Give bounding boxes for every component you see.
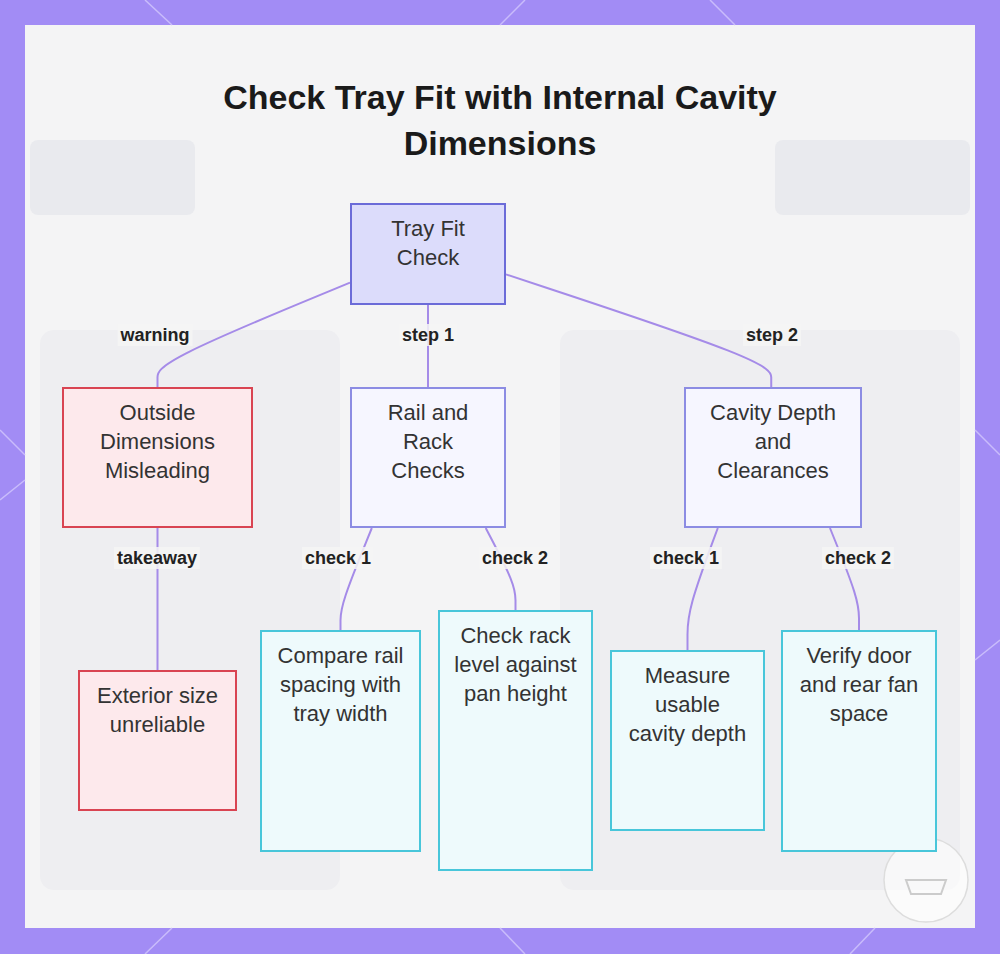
check-box: Compare rail spacing with tray width <box>260 630 421 852</box>
root-box: Tray Fit Check <box>350 203 506 305</box>
node-text: Measure usable cavity depth <box>626 661 749 748</box>
border-line <box>500 928 525 954</box>
logo-bowl <box>906 880 946 894</box>
border-line <box>145 928 172 954</box>
connector <box>486 528 516 610</box>
takeaway-box: Exterior size unreliable <box>78 670 237 811</box>
warning-box: Outside Dimensions Misleading <box>62 387 253 528</box>
node-text: Compare rail spacing with tray width <box>276 641 405 728</box>
connector <box>506 274 771 387</box>
node-text: Rail and Rack Checks <box>366 398 490 485</box>
edge-label: check 2 <box>479 547 551 569</box>
check-box: Verify door and rear fan space <box>781 630 937 852</box>
node-text: Check rack level against pan height <box>454 621 577 708</box>
border-line <box>0 430 25 455</box>
step-box: Cavity Depth and Clearances <box>684 387 862 528</box>
blurred-shape <box>30 140 195 215</box>
node-text: Cavity Depth and Clearances <box>700 398 846 485</box>
border-line <box>975 640 1000 660</box>
node-text: Verify door and rear fan space <box>797 641 921 728</box>
connector <box>830 528 859 630</box>
edge-label: takeaway <box>114 547 200 569</box>
connector <box>341 528 372 630</box>
node-text: Outside Dimensions Misleading <box>78 398 237 485</box>
check-box: Check rack level against pan height <box>438 610 593 871</box>
edge-label: check 1 <box>650 547 722 569</box>
edge-label: check 1 <box>302 547 374 569</box>
node-text: Tray Fit Check <box>366 214 490 272</box>
border-line <box>500 0 525 25</box>
edge-label: warning <box>117 324 192 346</box>
edge-label: step 2 <box>743 324 801 346</box>
connector <box>427 305 429 387</box>
border-line <box>850 928 875 954</box>
edge-label: step 1 <box>399 324 457 346</box>
blurred-shape <box>775 140 970 215</box>
inner-panel <box>25 25 975 928</box>
border-line <box>710 0 735 25</box>
node-text: Exterior size unreliable <box>94 681 221 739</box>
border-line <box>0 480 25 500</box>
border-line <box>145 0 172 25</box>
step-box: Rail and Rack Checks <box>350 387 506 528</box>
diagram-title: Check Tray Fit with Internal Cavity Dime… <box>180 74 820 166</box>
blurred-shape <box>560 330 960 890</box>
edge-label: check 2 <box>822 547 894 569</box>
check-box: Measure usable cavity depth <box>610 650 765 831</box>
border-line <box>975 430 1000 455</box>
